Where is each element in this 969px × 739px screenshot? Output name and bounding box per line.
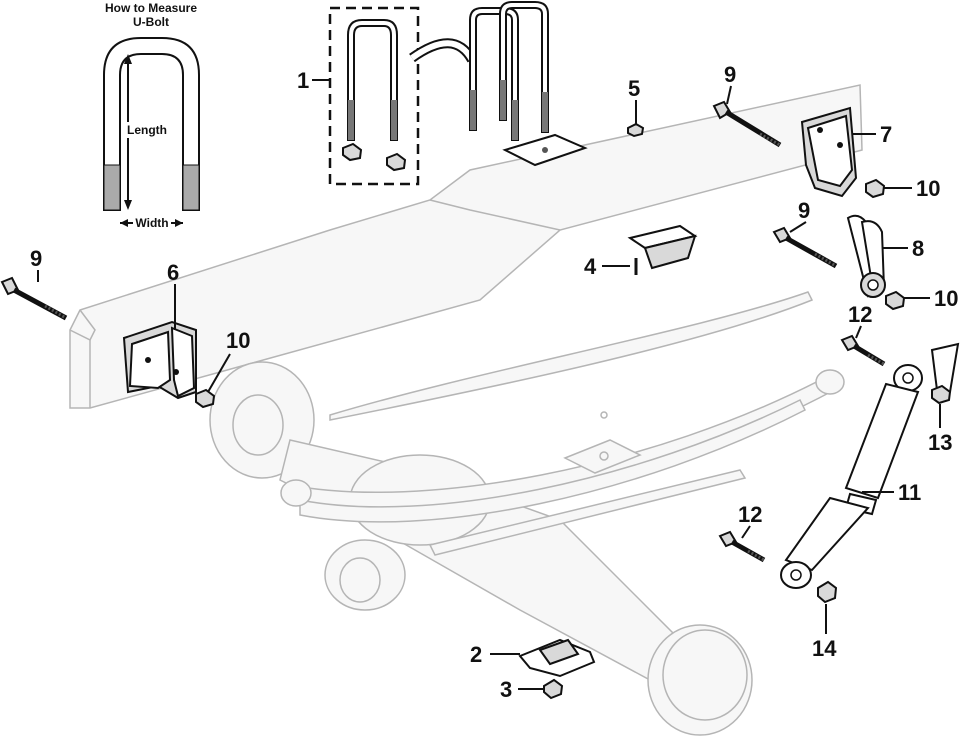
- callout-10-right: 10: [934, 286, 958, 311]
- callout-6: 6: [167, 260, 179, 285]
- callout-8: 8: [912, 236, 924, 261]
- nut-part-10-upper: [865, 178, 886, 199]
- callout-10-upper: 10: [916, 176, 940, 201]
- shock-mount-bracket: [930, 342, 960, 405]
- shock-absorber: [780, 364, 923, 589]
- leader-lines: [37, 79, 941, 690]
- ubolt-measure-guide: How to Measure U-Bolt Length Width: [103, 1, 200, 230]
- callout-12-upper: 12: [848, 302, 872, 327]
- callout-1: 1: [297, 68, 309, 93]
- callout-11: 11: [898, 480, 921, 505]
- nut-part-5: [627, 122, 645, 138]
- bolt-part-12-upper: [840, 334, 886, 367]
- callout-14: 14: [812, 636, 837, 661]
- measure-width-label: Width: [135, 216, 168, 230]
- callout-4: 4: [584, 254, 597, 279]
- callout-9-left: 9: [30, 246, 42, 271]
- spring-shackle: [846, 214, 886, 298]
- callout-7: 7: [880, 122, 892, 147]
- bolt-part-9-left: [0, 276, 68, 321]
- callout-3: 3: [500, 677, 512, 702]
- bolt-part-9-middle: [772, 226, 838, 269]
- spring-plate: [518, 638, 596, 678]
- leaf-spring: [280, 291, 845, 556]
- callout-2: 2: [470, 642, 482, 667]
- callout-12-lower: 12: [738, 502, 762, 527]
- nut-part-14: [817, 580, 838, 604]
- frame-rail: [69, 84, 863, 409]
- nut-part-3: [543, 678, 564, 700]
- ubolt-kit: [328, 1, 588, 186]
- nut-part-10-left: [195, 388, 216, 409]
- bump-stop: [627, 224, 698, 275]
- measure-title-1: How to Measure: [105, 1, 197, 15]
- rear-spring-hanger: [122, 320, 197, 400]
- callout-10-left: 10: [226, 328, 250, 353]
- callout-5: 5: [628, 76, 640, 101]
- nut-part-10-right: [885, 290, 906, 311]
- bolt-part-12-lower: [718, 530, 766, 563]
- callout-13: 13: [928, 430, 952, 455]
- bolt-part-9-upper: [712, 100, 782, 148]
- callout-9-middle: 9: [798, 198, 810, 223]
- callout-labels: 1 2 3 4 5 6 7 8 9 9 9 10 10 10 11 12 12 …: [30, 62, 958, 702]
- front-spring-hanger: [800, 106, 858, 198]
- callout-9-upper: 9: [724, 62, 736, 87]
- rear-axle: [209, 361, 753, 736]
- measure-length-label: Length: [127, 123, 167, 137]
- measure-title-2: U-Bolt: [133, 15, 169, 29]
